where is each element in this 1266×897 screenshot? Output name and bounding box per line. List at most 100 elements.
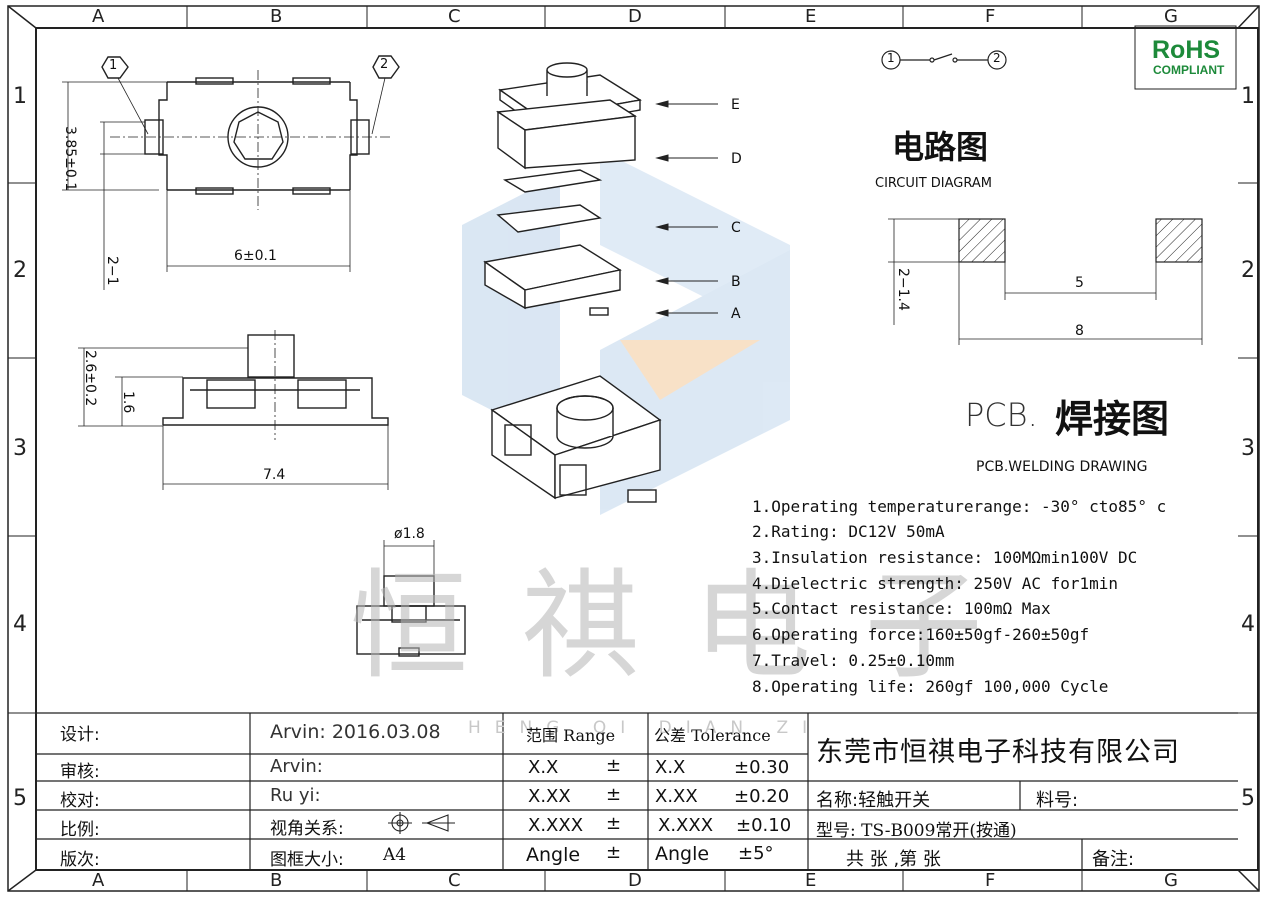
zone-col-d-top: D [628, 6, 642, 27]
pcb-dims [888, 218, 1203, 345]
end-view [356, 540, 466, 657]
zone-row-5-left: 5 [13, 786, 27, 811]
tb-range-header: 范围 Range [526, 726, 616, 745]
zone-row-4-left: 4 [13, 612, 27, 637]
dim-pcb-pad: 2−1.4 [895, 268, 911, 311]
zone-col-f-top: F [985, 6, 996, 27]
zone-row-3-left: 3 [13, 436, 27, 461]
dim-pcb-total: 8 [1075, 323, 1084, 339]
tb-range-sign-2: ± [606, 784, 622, 805]
tb-range-4: Angle [526, 844, 581, 866]
tb-range-3: X.XXX [528, 815, 584, 836]
exploded-leaders [655, 100, 718, 317]
zone-row-3-right: 3 [1241, 436, 1255, 461]
tb-tol-val-1: ±0.30 [734, 757, 790, 778]
tb-review-value: Arvin: [270, 756, 323, 777]
exploded-view [483, 62, 662, 503]
zone-ticks [8, 6, 1259, 891]
part-label-c: C [731, 220, 741, 236]
spec-line-4: 4.Dielectric strength: 250V AC for1min [752, 574, 1119, 593]
tb-frame-value: A4 [383, 845, 407, 865]
dim-top-height: 3.85±0.1 [62, 126, 78, 192]
tb-model: 型号: TS-B009常开(按通) [816, 821, 1017, 841]
tb-range-sign-4: ± [606, 842, 622, 863]
tb-scale-label: 比例: [60, 820, 100, 840]
dim-end-diameter: ø1.8 [394, 526, 425, 542]
callout-1: 1 [109, 58, 118, 73]
spec-line-5: 5.Contact resistance: 100mΩ Max [752, 599, 1051, 618]
spec-line-1: 1.Operating temperaturerange: -30° cto85… [752, 497, 1167, 516]
zone-row-1-right: 1 [1241, 84, 1255, 109]
spec-line-3: 3.Insulation resistance: 100MΩmin100V DC [752, 548, 1138, 567]
tb-tolerance-header: 公差 Tolerance [654, 726, 771, 745]
tb-check-label: 校对: [60, 791, 100, 811]
zone-col-a-bottom: A [92, 870, 105, 891]
corner-marks [7, 5, 1260, 892]
tb-part-name: 名称:轻触开关 [816, 790, 931, 811]
circuit-node-1: 1 [887, 51, 895, 65]
tb-view-label: 视角关系: [270, 819, 344, 839]
tb-remark: 备注: [1092, 849, 1135, 870]
title-block-grid [36, 712, 1238, 870]
zone-col-e-bottom: E [805, 870, 817, 891]
zone-col-b-bottom: B [270, 870, 283, 891]
watermark-text: 恒 祺 电 子 [350, 557, 991, 695]
zone-col-c-bottom: C [448, 870, 461, 891]
circuit-symbol [881, 50, 1007, 70]
part-label-e: E [731, 97, 740, 113]
tb-material-no: 料号: [1036, 790, 1079, 811]
tb-version-label: 版次: [60, 850, 100, 870]
top-view [62, 55, 400, 290]
dim-side-length: 7.4 [263, 467, 286, 483]
tb-tol-val-4: ±5° [738, 843, 774, 864]
circuit-title-en: CIRCUIT DIAGRAM [875, 176, 992, 191]
tb-tol-fmt-3: X.XXX [658, 815, 714, 836]
zone-col-g-top: G [1164, 6, 1178, 27]
zone-col-e-top: E [805, 6, 817, 27]
pcb-title-en: PCB.WELDING DRAWING [976, 459, 1148, 475]
part-label-b: B [731, 274, 741, 290]
zone-col-a-top: A [92, 6, 105, 27]
spec-line-7: 7.Travel: 0.25±0.10mm [752, 651, 955, 670]
spec-line-8: 8.Operating life: 260gf 100,000 Cycle [752, 677, 1109, 696]
tb-tol-fmt-1: X.X [655, 757, 686, 778]
circuit-node-2: 2 [993, 51, 1001, 65]
pcb-title-prefix: PCB. [965, 396, 1038, 434]
rohs-box [1134, 25, 1237, 90]
tb-tol-fmt-2: X.XX [655, 786, 698, 807]
part-label-a: A [731, 306, 741, 322]
callout-2: 2 [380, 57, 389, 72]
rohs-compliant-text: COMPLIANT [1153, 63, 1225, 77]
tb-range-sign-1: ± [606, 755, 622, 776]
projection-symbol [388, 812, 455, 834]
zone-row-5-right: 5 [1241, 786, 1255, 811]
tb-company-name: 东莞市恒祺电子科技有限公司 [816, 737, 1180, 768]
dim-top-width: 6±0.1 [234, 248, 277, 264]
spec-line-2: 2.Rating: DC12V 50mA [752, 522, 945, 541]
tb-design-value: Arvin: 2016.03.08 [270, 721, 441, 743]
tb-review-label: 审核: [60, 762, 100, 782]
zone-col-d-bottom: D [628, 870, 642, 891]
tb-tol-val-2: ±0.20 [734, 786, 790, 807]
tb-check-value: Ru yi: [270, 785, 321, 806]
tb-tol-fmt-4: Angle [655, 843, 710, 865]
tb-range-1: X.X [528, 757, 559, 778]
watermark-subtext: HENG QI DIAN ZI [468, 718, 822, 738]
dim-side-body-height: 1.6 [120, 391, 136, 414]
circuit-title-cn: 电路图 [892, 128, 989, 166]
tb-design-label: 设计: [60, 725, 100, 745]
zone-col-f-bottom: F [985, 870, 996, 891]
dim-pcb-gap: 5 [1075, 275, 1084, 291]
spec-line-6: 6.Operating force:160±50gf-260±50gf [752, 625, 1090, 644]
tb-frame-label: 图框大小: [270, 850, 344, 870]
dim-side-total-height: 2.6±0.2 [82, 350, 98, 407]
tb-range-sign-3: ± [606, 813, 622, 834]
inner-frame [35, 27, 1259, 871]
tb-sheet: 共 张 ,第 张 [846, 849, 941, 870]
tb-tol-val-3: ±0.10 [736, 815, 792, 836]
pcb-pads [958, 218, 1203, 263]
zone-row-2-left: 2 [13, 258, 27, 283]
pcb-title-cn: 焊接图 [1055, 397, 1170, 441]
dim-leg: 2−1 [104, 256, 120, 286]
